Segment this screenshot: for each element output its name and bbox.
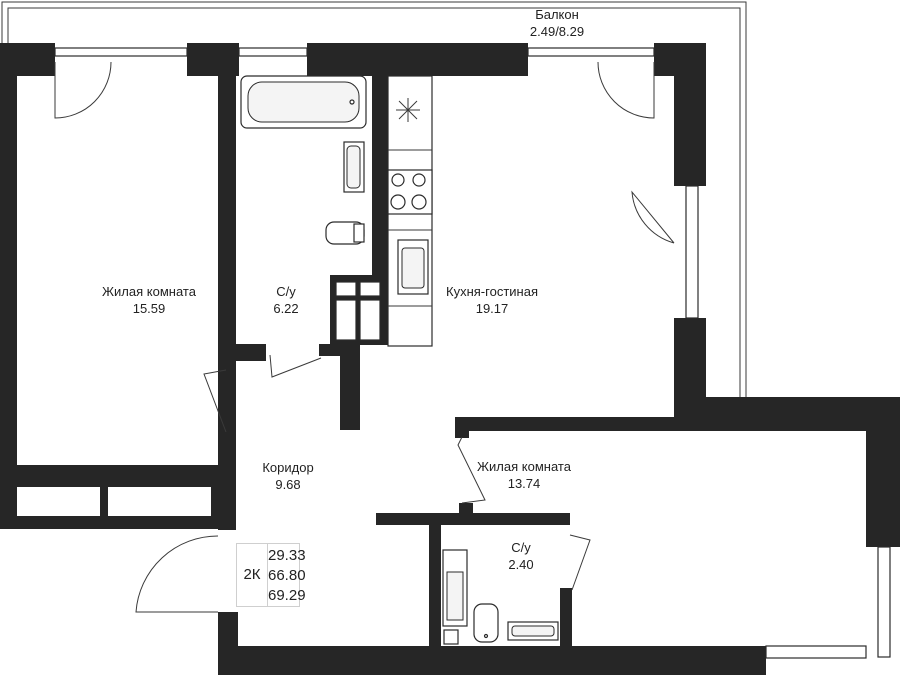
kitchen-living-name: Кухня-гостиная [446, 284, 538, 299]
living-room-2-label: Жилая комната 13.74 [477, 458, 571, 492]
kitchen-fixtures [387, 75, 433, 347]
bathroom-2-name: С/у [511, 540, 531, 555]
apartment-type: 2К [237, 544, 268, 606]
bathroom-1-area: 6.22 [273, 301, 299, 316]
area-with-balcony: 69.29 [268, 587, 306, 604]
living-room-2-area: 13.74 [507, 476, 541, 491]
bathroom-1-name: С/у [276, 284, 296, 299]
bathroom-2-fixtures [442, 549, 559, 645]
balcony-label: Балкон 2.49/8.29 [530, 6, 584, 40]
doors [54, 61, 675, 613]
apartment-summary: 2К 29.33 66.80 69.29 [236, 543, 306, 607]
living-room-2-name: Жилая комната [477, 459, 571, 474]
corridor-area: 9.68 [275, 477, 301, 492]
balcony-area: 2.49/8.29 [529, 24, 585, 39]
balcony-name: Балкон [535, 7, 579, 22]
balcony-outline [1, 1, 747, 397]
area-total: 66.80 [268, 567, 306, 584]
corridor-label: Коридор 9.68 [262, 459, 313, 493]
bathroom-2-label: С/у 2.40 [508, 539, 533, 573]
walls [0, 43, 900, 675]
living-room-1-area: 15.59 [132, 301, 166, 316]
living-room-1-label: Жилая комната 15.59 [102, 283, 196, 317]
wardrobe [335, 281, 381, 341]
bathroom-1-label: С/у 6.22 [273, 283, 298, 317]
area-living: 29.33 [268, 547, 306, 564]
corridor-name: Коридор [262, 460, 314, 475]
kitchen-living-label: Кухня-гостиная 19.17 [446, 283, 538, 317]
bathroom-2-area: 2.40 [508, 557, 534, 572]
bathroom-1-fixtures [240, 75, 367, 245]
windows [54, 47, 891, 659]
kitchen-living-area: 19.17 [475, 301, 509, 316]
living-room-1-name: Жилая комната [102, 284, 196, 299]
apartment-areas: 29.33 66.80 69.29 [268, 546, 306, 606]
